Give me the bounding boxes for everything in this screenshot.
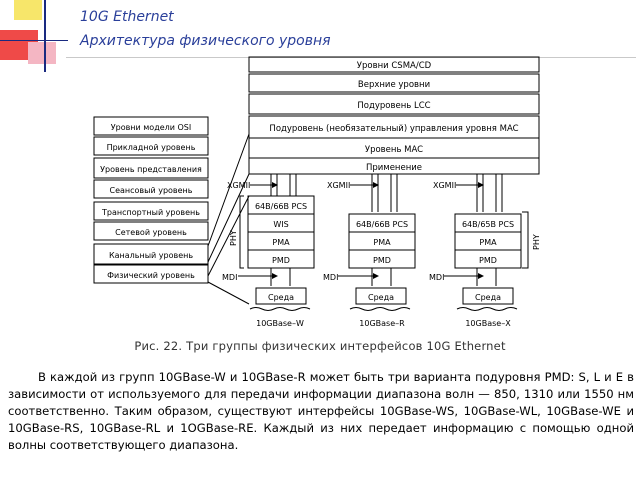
osi-title-box bbox=[93, 116, 209, 136]
col2-medium-box bbox=[355, 287, 407, 305]
col2-block-label-2: PMD bbox=[373, 256, 391, 265]
col3-block-label-0: 64B/65B PCS bbox=[462, 220, 514, 229]
mdi-label-3: MDI bbox=[429, 273, 444, 282]
osi-box-6 bbox=[93, 264, 209, 284]
col1-block-label-1: WIS bbox=[273, 220, 288, 229]
col3-block-2 bbox=[454, 249, 522, 269]
osi-box-2 bbox=[93, 179, 209, 199]
osi-box-4 bbox=[93, 221, 209, 241]
col1-medium-box bbox=[255, 287, 307, 305]
col3-block-label-1: PMA bbox=[479, 238, 497, 247]
top-layer-0: Уровни CSMA/CD bbox=[357, 61, 432, 71]
col3-block-label-2: PMD bbox=[479, 256, 497, 265]
osi-title: Уровни модели OSI bbox=[111, 123, 192, 132]
top-layer-box-1 bbox=[248, 73, 540, 93]
top-layer-1: Верхние уровни bbox=[358, 80, 430, 90]
top-layer-4: Уровень MAC bbox=[365, 145, 423, 155]
col3-name: 10GBase–X bbox=[465, 319, 511, 328]
col1-block-label-2: PMA bbox=[272, 238, 290, 247]
deco-square-pink bbox=[28, 42, 56, 64]
col2-name: 10GBase–R bbox=[359, 319, 405, 328]
osi-layer-6: Физический уровень bbox=[107, 271, 195, 280]
col1-block-label-3: PMD bbox=[272, 256, 290, 265]
page-subtitle: Архитектура физического уровня bbox=[80, 33, 331, 49]
mdi-label-1: MDI bbox=[222, 273, 237, 282]
top-layer-box-0 bbox=[248, 56, 540, 73]
osi-layer-3: Транспортный уровень bbox=[101, 208, 200, 217]
xgmii-label-1: XGMII bbox=[227, 181, 250, 190]
col3-medium-label: Среда bbox=[475, 293, 501, 302]
osi-layer-0: Прикладной уровень bbox=[107, 143, 196, 152]
deco-hline bbox=[0, 40, 68, 41]
col2-block-label-0: 64B/66B PCS bbox=[356, 220, 408, 229]
top-layer-2: Подуровень LCC bbox=[357, 101, 430, 111]
col2-block-label-1: PMA bbox=[373, 238, 391, 247]
osi-layer-1: Уровень представления bbox=[100, 165, 202, 174]
osi-box-3 bbox=[93, 201, 209, 221]
page-title: 10G Ethernet bbox=[80, 9, 174, 25]
xgmii-label-2: XGMII bbox=[327, 181, 350, 190]
body-paragraph: В каждой из групп 10GBase-W и 10GBase-R … bbox=[8, 370, 634, 452]
phy-label-left: PHY bbox=[229, 230, 238, 246]
col2-medium-label: Среда bbox=[368, 293, 394, 302]
deco-square-yellow bbox=[14, 0, 42, 20]
mdi-label-2: MDI bbox=[323, 273, 338, 282]
osi-box-0 bbox=[93, 136, 209, 156]
deco-vline bbox=[44, 0, 46, 72]
xgmii-label-3: XGMII bbox=[433, 181, 456, 190]
osi-box-5 bbox=[93, 243, 209, 265]
top-layer-5: Применение bbox=[366, 163, 422, 173]
top-layer-box-2 bbox=[248, 93, 540, 115]
osi-layer-4: Сетевой уровень bbox=[115, 228, 187, 237]
figure-caption: Рис. 22. Три группы физических интерфейс… bbox=[134, 339, 506, 353]
col1-block-label-0: 64B/66B PCS bbox=[255, 202, 307, 211]
osi-layer-2: Сеансовый уровень bbox=[110, 186, 193, 195]
top-layer-box-5 bbox=[248, 157, 540, 175]
architecture-diagram: Уровни CSMA/CD Верхние уровни Подуровень… bbox=[93, 56, 541, 328]
col1-medium-label: Среда bbox=[268, 293, 294, 302]
col2-block-2 bbox=[348, 249, 416, 269]
osi-layer-5: Канальный уровень bbox=[109, 251, 193, 260]
top-layer-3: Подуровень (необязательный) управления у… bbox=[269, 124, 518, 134]
col3-medium-box bbox=[462, 287, 514, 305]
col1-block-3 bbox=[247, 249, 315, 269]
osi-box-1 bbox=[93, 157, 209, 179]
col1-name: 10GBase–W bbox=[256, 319, 304, 328]
phy-label-right: PHY bbox=[532, 234, 541, 250]
